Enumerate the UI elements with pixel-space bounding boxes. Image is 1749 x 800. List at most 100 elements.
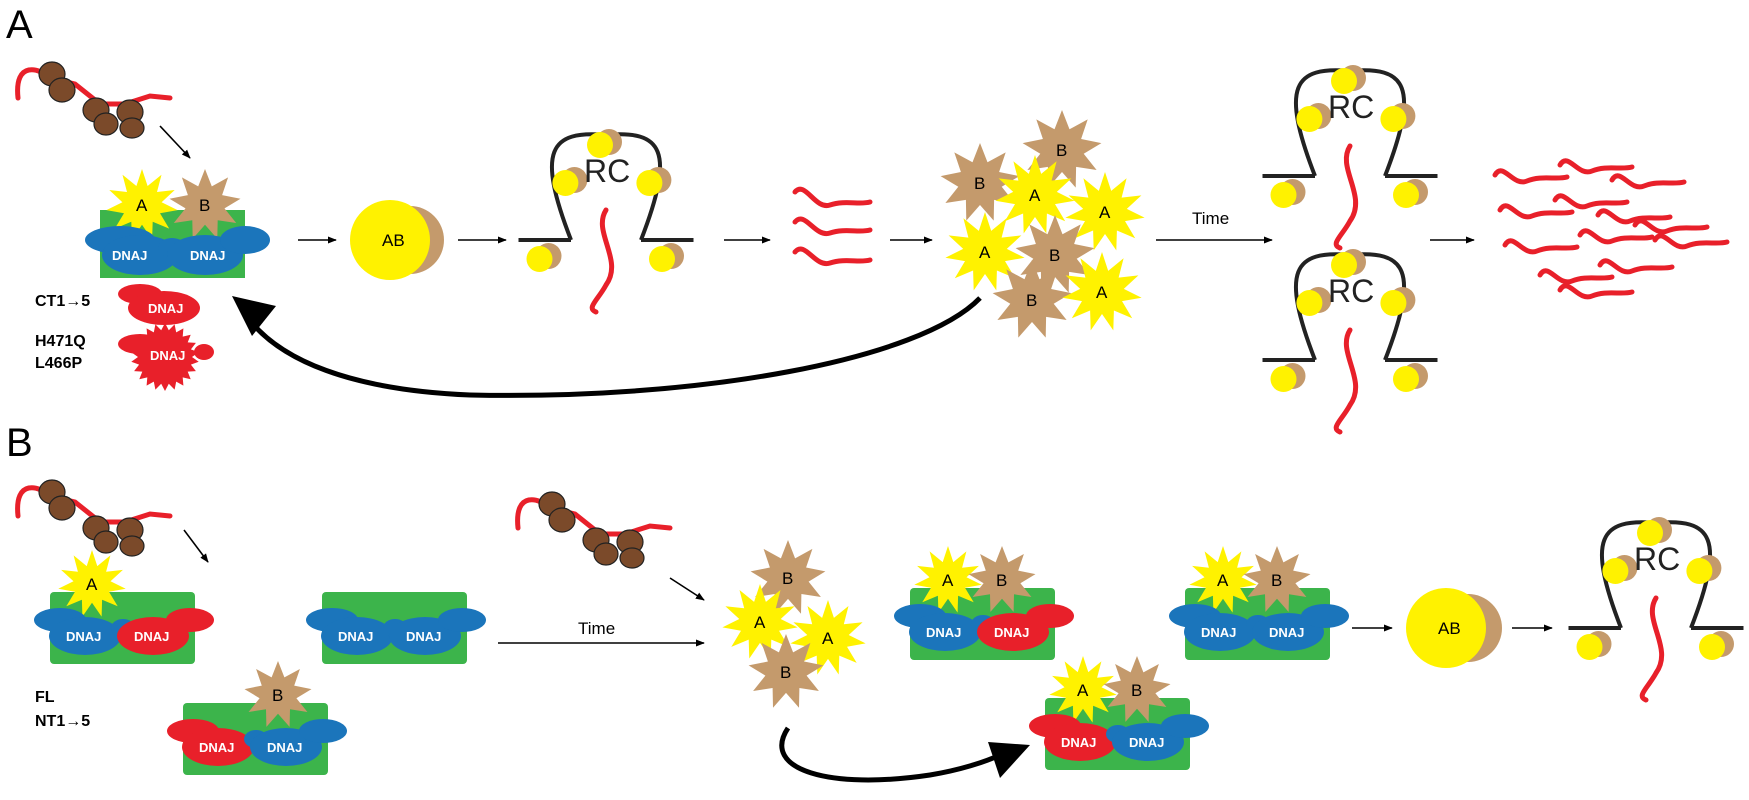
rc-label: RC (1328, 273, 1374, 309)
protein-b-star: B (244, 661, 312, 727)
protein-a-star: A (106, 169, 178, 240)
dnaj-complex: DNAJ DNAJ (306, 592, 486, 664)
panel-a: A B DNAJ DNAJ CT1→5 H471Q L466P DNAJ DNA… (15, 61, 1730, 435)
curved-arrowhead (988, 742, 1030, 778)
protein-b-star: B (940, 143, 1020, 221)
protein-b-label: B (974, 174, 985, 193)
curved-arrow (779, 726, 1002, 783)
dnaj-label: DNAJ (66, 629, 101, 644)
panel-a-letter: A (6, 3, 33, 47)
fibril (1652, 233, 1730, 250)
dnaj-label: DNAJ (150, 348, 185, 363)
dnaj-label: DNAJ (994, 625, 1029, 640)
protein-b-star: B (748, 634, 824, 708)
protein-b-label: B (780, 663, 791, 682)
dnaj-label: DNAJ (926, 625, 961, 640)
protein-b-star: B (1103, 656, 1171, 722)
dnaj-label: DNAJ (1061, 735, 1096, 750)
dnaj-label: DNAJ (148, 301, 183, 316)
ab-complex: AB (350, 200, 444, 280)
replication-complex: RC (1262, 65, 1438, 251)
protein-a-label: A (1077, 681, 1089, 700)
replication-complex: RC (1262, 249, 1438, 435)
ab-complex: AB (1406, 588, 1502, 668)
arrow (183, 529, 209, 563)
ab-label: AB (1438, 619, 1461, 638)
protein-a-star: A (1049, 656, 1117, 723)
ab-label: AB (382, 231, 405, 250)
mutant-dnaj-point: DNAJ (118, 323, 214, 391)
arrow-chain-to-complex (159, 125, 191, 159)
mutant-nt: NT1→5 (35, 713, 90, 730)
protein-b-star: B (169, 169, 241, 239)
protein-b-label: B (996, 571, 1007, 590)
fibril (1537, 268, 1615, 285)
protein-b-label: B (1049, 246, 1060, 265)
protein-b-label: B (272, 686, 283, 705)
dnaj-label: DNAJ (190, 248, 225, 263)
dnaj-complex: A B DNAJ DNAJ (894, 546, 1074, 660)
fibril (1577, 228, 1655, 245)
dnaj-complex: B DNAJ DNAJ (167, 661, 347, 775)
dnaj-label: DNAJ (338, 629, 373, 644)
fibril-cluster-large (1492, 158, 1730, 300)
protein-a-star: A (1065, 172, 1145, 251)
mutant-fl: FL (35, 689, 55, 706)
dnaj-complex-a: A B DNAJ DNAJ (85, 169, 270, 278)
protein-a-star: A (1062, 252, 1142, 331)
protein-a-label: A (136, 196, 148, 215)
dnaj-label: DNAJ (199, 740, 234, 755)
protein-a-label: A (1217, 571, 1229, 590)
protein-a-star: A (1189, 546, 1257, 613)
substrate-chain (15, 479, 173, 557)
protein-a-label: A (1029, 186, 1041, 205)
mutant-l466p: L466P (35, 355, 82, 372)
protein-a-label: A (979, 243, 991, 262)
rc-label: RC (1328, 89, 1374, 125)
protein-b-star: B (1243, 546, 1311, 612)
protein-a-star: A (914, 546, 982, 613)
fibril-cluster-small (792, 186, 873, 266)
protein-b-star: B (992, 260, 1072, 338)
replication-complex: RC (1568, 517, 1744, 703)
protein-a-star: A (790, 600, 866, 675)
fibril (1502, 238, 1580, 255)
feedback-arrowhead (232, 296, 276, 336)
protein-a-label: A (942, 571, 954, 590)
panel-b: A DNAJ DNAJ DNAJ DNAJ B DNAJ DNAJ FL NT1→5 Ti… (15, 479, 1744, 783)
mutant-h471q: H471Q (35, 333, 86, 350)
fibril (1492, 168, 1570, 185)
dnaj-label: DNAJ (134, 629, 169, 644)
fibril (1632, 218, 1710, 235)
protein-b-label: B (782, 569, 793, 588)
rc-label: RC (1634, 541, 1680, 577)
protein-b-star: B (968, 546, 1036, 612)
fibril (1497, 203, 1575, 220)
dnaj-label: DNAJ (1269, 625, 1304, 640)
arrow (669, 577, 705, 601)
protein-a-star: A (58, 550, 126, 617)
fibril (1557, 283, 1635, 300)
substrate-chain (15, 61, 173, 139)
replication-complex: RC (518, 129, 694, 315)
protein-a-star: A (945, 212, 1025, 291)
dnaj-label: DNAJ (112, 248, 147, 263)
protein-a-star: A (995, 155, 1075, 234)
time-label: Time (1192, 209, 1229, 228)
protein-a-label: A (822, 629, 834, 648)
time-label: Time (578, 619, 615, 638)
dnaj-label: DNAJ (406, 629, 441, 644)
fibril (1557, 158, 1635, 175)
protein-a-star: A (722, 584, 798, 659)
mutant-dnaj-ct: DNAJ (118, 284, 200, 325)
dnaj-complex: A DNAJ DNAJ (34, 550, 214, 664)
protein-b-label: B (1056, 141, 1067, 160)
dnaj-label: DNAJ (1201, 625, 1236, 640)
protein-a-label: A (86, 575, 98, 594)
dnaj-label: DNAJ (267, 740, 302, 755)
panel-b-letter: B (6, 421, 33, 465)
